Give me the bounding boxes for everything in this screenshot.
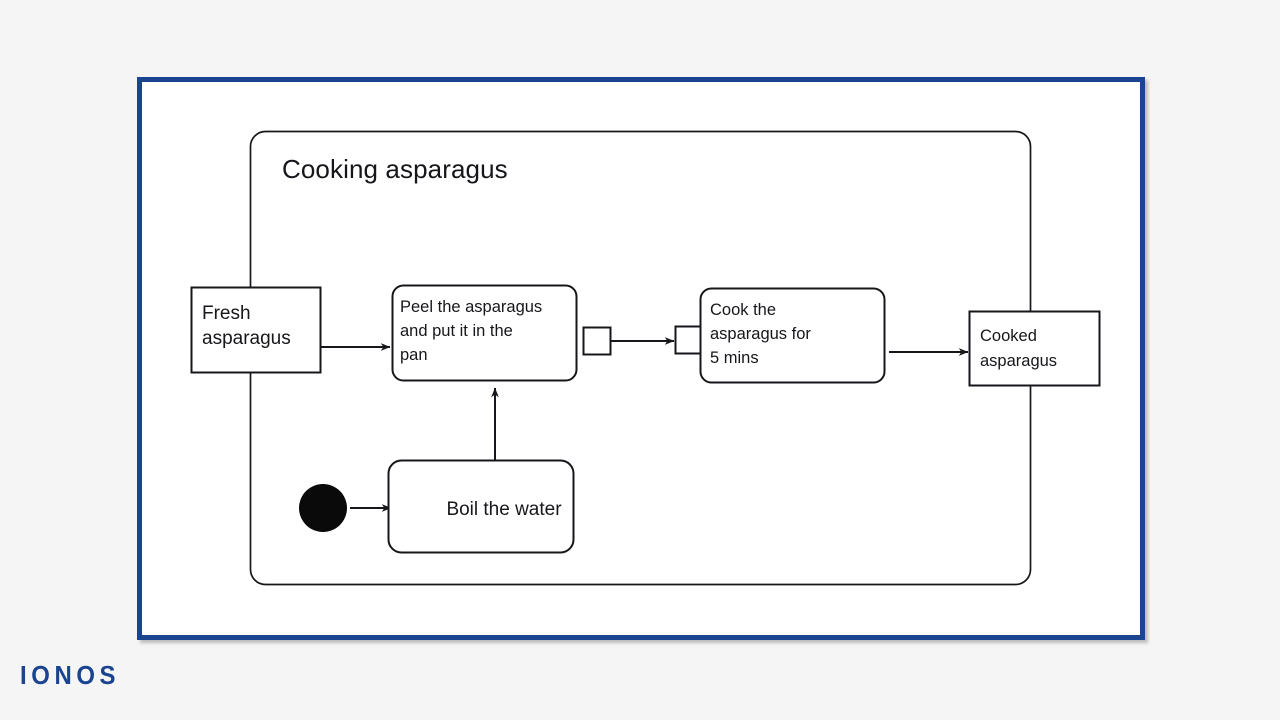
node-boil-water <box>387 459 575 554</box>
node-cook-asparagus <box>699 287 886 384</box>
node-cooked-asparagus <box>968 310 1101 387</box>
ionos-logo: IONOS <box>20 660 121 690</box>
diagram-vector-layer <box>190 130 1101 586</box>
node-peel-asparagus <box>391 284 578 382</box>
activity-frame <box>249 130 1032 586</box>
node-initial-node <box>299 484 347 532</box>
node-fresh-asparagus <box>190 286 322 374</box>
node-output-pin-peel <box>582 326 612 356</box>
slide-card: Cooking asparagus Fresh asparagus Peel t… <box>137 77 1145 640</box>
activity-diagram: Cooking asparagus Fresh asparagus Peel t… <box>142 82 1140 635</box>
node-input-pin-cook <box>674 325 704 355</box>
